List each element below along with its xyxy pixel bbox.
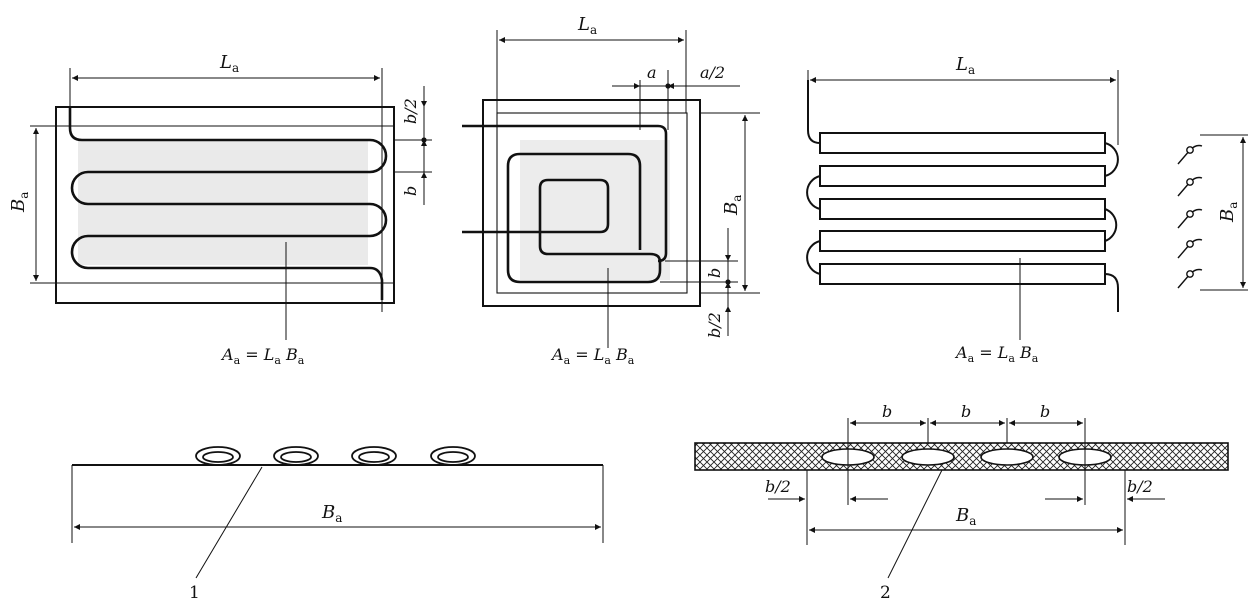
part-label-2: 2 [880, 583, 891, 603]
flat-tube [819, 230, 1106, 252]
flat-tube [819, 132, 1106, 154]
label-La: La [955, 54, 975, 77]
dimension-node [725, 279, 731, 285]
spiral-coil-outer-lead [462, 124, 668, 263]
label-Ba: Ba [8, 192, 31, 213]
serpentine-coil-tube [68, 108, 388, 300]
stacked-coil-panel: La Aa = La Ba [806, 54, 1119, 365]
label-b: b [961, 402, 971, 421]
section-tubes-embedded: b b b b/2 b/2 Ba 2 [694, 402, 1229, 603]
embedded-tube-sections [821, 448, 1112, 466]
plate-outline [55, 106, 395, 304]
spiral-coil-tube [462, 152, 662, 284]
label-Ba: Ba [1217, 202, 1240, 223]
section-tubes-on-plate: Ba 1 [71, 446, 604, 603]
label-b: b [705, 268, 724, 278]
leader-line [887, 469, 943, 579]
label-half-a: a/2 [700, 63, 725, 82]
dimension-node [665, 83, 671, 89]
label-b: b [1040, 402, 1050, 421]
coil-end-view-panel: Ba [1177, 134, 1248, 291]
plate-outline-outer [482, 99, 701, 307]
area-formula: Aa = La Ba [954, 343, 1039, 365]
leader-line [195, 466, 263, 579]
spiral-coil-panel: La a a/2 Ba b b/2 Aa = La Ba [462, 14, 760, 367]
area-formula: Aa = La Ba [550, 345, 635, 367]
label-half-b: b/2 [705, 312, 724, 338]
heated-area-fill [78, 140, 368, 265]
dimension-node [421, 137, 427, 143]
tube-return-bends [806, 80, 1119, 312]
label-Ba: Ba [721, 195, 744, 216]
label-La: La [219, 52, 239, 75]
label-Ba: Ba [321, 502, 342, 525]
flat-tube [819, 263, 1106, 285]
heated-area-fill [520, 140, 670, 280]
label-b: b [882, 402, 892, 421]
plate-outline-inner [496, 112, 688, 294]
insulation-layer [694, 442, 1229, 471]
area-formula: Aa = La Ba [220, 345, 305, 367]
label-half-b: b/2 [401, 98, 420, 124]
flat-tube-stack [819, 132, 1106, 285]
flat-tube [819, 165, 1106, 187]
label-half-b: b/2 [765, 477, 791, 496]
coil-end-symbols [1177, 144, 1203, 289]
label-a: a [647, 63, 657, 82]
tube-sections [195, 446, 476, 466]
label-Ba: Ba [955, 505, 976, 528]
label-La: La [577, 14, 597, 37]
flat-tube [819, 198, 1106, 220]
serpentine-coil-panel: La Ba b/2 b Aa = La Ba [8, 52, 432, 367]
part-label-1: 1 [189, 583, 200, 603]
label-b: b [401, 186, 420, 196]
label-half-b: b/2 [1127, 477, 1153, 496]
